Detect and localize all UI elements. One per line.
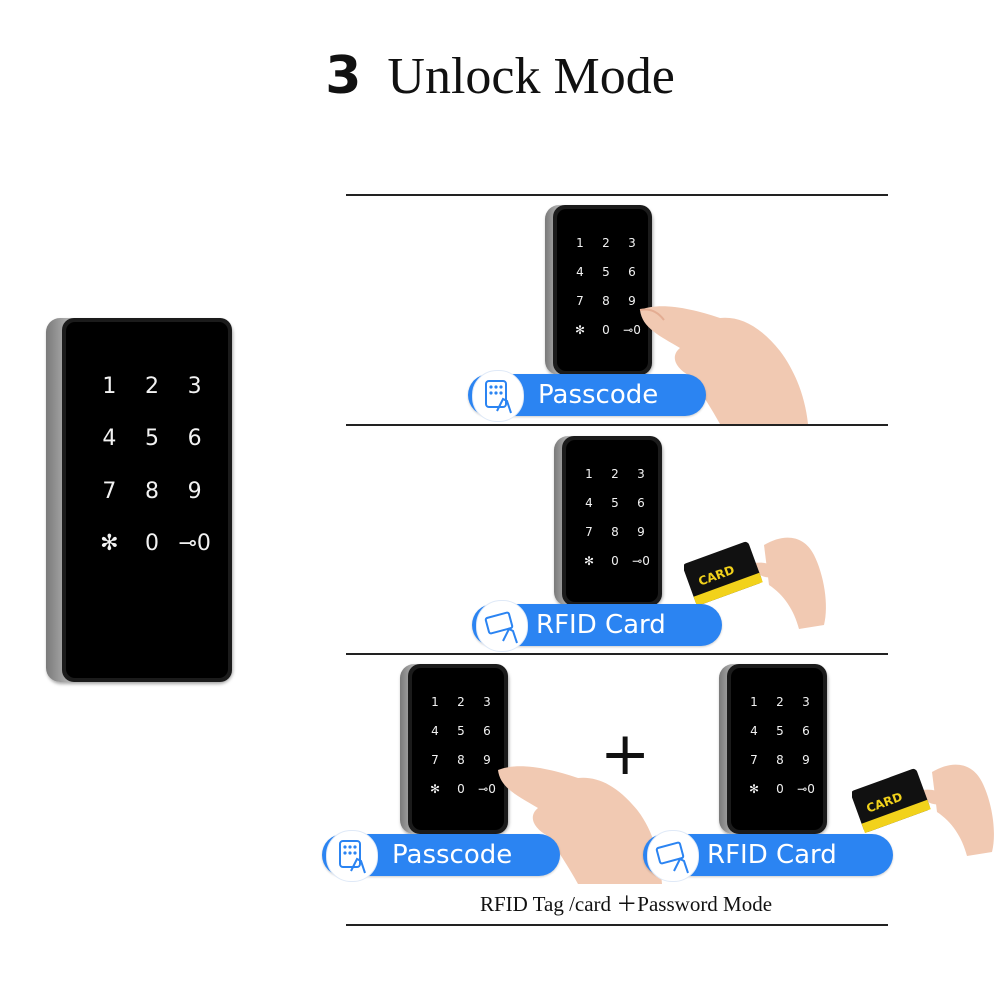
keypad-key[interactable]: ✻ [574,322,586,337]
keypad-key[interactable]: 5 [457,724,465,739]
divider-top [346,194,888,196]
keypad-key[interactable]: 8 [144,478,159,504]
keypad-key[interactable]: ⊸0 [478,781,496,796]
keypad-key[interactable]: 1 [431,695,439,710]
keypad-key[interactable]: 8 [611,524,619,539]
rfid-pill: RFID Card [472,600,722,652]
divider-1 [346,424,888,426]
keypad-key[interactable]: ⊸0 [797,781,815,796]
keypad-key[interactable]: 3 [802,695,810,710]
keypad-key[interactable]: ✻ [100,531,119,557]
keypad-key[interactable]: 5 [611,496,619,511]
combo-rfid-label: RFID Card [707,840,837,870]
passcode-label: Passcode [538,380,659,410]
keypad-key[interactable]: 5 [776,724,784,739]
keypad-key[interactable]: 0 [776,781,784,796]
keypad-key[interactable]: ⊸0 [632,553,650,568]
card-hand-icon [647,830,699,882]
combo-passcode-label: Passcode [392,840,513,870]
keypad-key[interactable]: 9 [483,752,491,767]
keypad-key[interactable]: 9 [187,478,202,504]
keypad-key[interactable]: 9 [628,293,636,308]
keypad-key[interactable]: 7 [750,752,758,767]
keypad-key[interactable]: 2 [457,695,465,710]
keypad-key[interactable]: ⊸0 [178,531,211,557]
keypad-key[interactable]: 6 [187,426,202,452]
keypad-key[interactable]: 9 [802,752,810,767]
keypad-key[interactable]: 7 [102,478,117,504]
keypad-face: 1 2 3 4 5 6 7 8 9 ✻ 0 ⊸0 [553,205,652,375]
keypad-key[interactable]: 6 [628,265,636,280]
keypad-key[interactable]: 3 [187,373,202,399]
title-text: Unlock Mode [387,48,675,105]
pressing-hand-1 [639,306,808,424]
plus-sign: + [600,719,651,789]
keypad-key[interactable]: 4 [585,496,593,511]
keypad-lock-rfid: 1 2 3 4 5 6 7 8 9 ✻ 0 ⊸0 [554,436,662,606]
keypad-key[interactable]: 0 [602,322,610,337]
card-hand-icon [476,600,528,652]
keypad-key[interactable]: 8 [602,293,610,308]
keypad-key[interactable]: 1 [576,236,584,251]
keypad-key[interactable]: 6 [637,496,645,511]
keypad-lock-passcode: 1 2 3 4 5 6 7 8 9 ✻ 0 ⊸0 [545,205,652,375]
keypad-key[interactable]: 5 [144,426,159,452]
keypad-key[interactable]: 3 [483,695,491,710]
keypad-key[interactable]: 3 [628,236,636,251]
keypad-key[interactable]: 4 [576,265,584,280]
keypad-key[interactable]: 2 [611,467,619,482]
keypad-key[interactable]: 4 [750,724,758,739]
keypad-key[interactable]: 4 [102,426,117,452]
divider-bottom [346,924,888,926]
keypad-key[interactable]: 7 [585,524,593,539]
rfid-label: RFID Card [536,610,666,640]
keypad-key[interactable]: 3 [637,467,645,482]
divider-2 [346,653,888,655]
keypad-key[interactable]: 6 [483,724,491,739]
keypad-key[interactable]: 7 [431,752,439,767]
caption: RFID Tag /card ＋Password Mode [479,892,773,916]
keypad-hand-icon [472,370,524,422]
keypad-face: 1 2 3 4 5 6 7 8 9 ✻ 0 ⊸0 [727,664,827,834]
keypad-key[interactable]: 5 [602,265,610,280]
keypad-key[interactable]: 8 [776,752,784,767]
card-holding-hand-2: CARD [852,764,994,856]
keypad-key[interactable]: 0 [611,553,619,568]
keypad-key[interactable]: 1 [102,373,117,399]
passcode-pill: Passcode [468,370,706,422]
keypad-key[interactable]: 1 [750,695,758,710]
page-title: 3 Unlock Mode [0,46,1000,106]
keypad-face: 1 2 3 4 5 6 7 8 9 ✻ 0 ⊸0 [562,436,662,606]
combo-passcode-pill: Passcode [322,830,560,882]
keypad-key[interactable]: ✻ [583,553,595,568]
keypad-key[interactable]: 0 [457,781,465,796]
title-number: 3 [325,46,362,106]
keypad-key[interactable]: ✻ [429,781,441,796]
combo-rfid-pill: RFID Card [643,830,893,882]
keypad-lock-combo-passcode: 1 2 3 4 5 6 7 8 9 ✻ 0 ⊸0 [400,664,508,834]
keypad-key[interactable]: 9 [637,524,645,539]
keypad-key[interactable]: 2 [144,373,159,399]
keypad-face: 1 2 3 4 5 6 7 8 9 ✻ 0 ⊸0 [408,664,508,834]
keypad-key[interactable]: ⊸0 [623,322,641,337]
pressing-hand-2 [498,766,662,884]
keypad-lock-combo-rfid: 1 2 3 4 5 6 7 8 9 ✻ 0 ⊸0 [719,664,827,834]
keypad-key[interactable]: 0 [144,531,159,557]
keypad-face: 1 2 3 4 5 6 7 8 9 ✻ 0 ⊸0 [62,318,232,682]
keypad-hand-icon [326,830,378,882]
keypad-key[interactable]: 2 [602,236,610,251]
keypad-key[interactable]: 2 [776,695,784,710]
keypad-key[interactable]: 1 [585,467,593,482]
keypad-key[interactable]: 8 [457,752,465,767]
keypad-key[interactable]: 7 [576,293,584,308]
keypad-key[interactable]: 6 [802,724,810,739]
card-holding-hand-1: CARD [684,537,826,629]
keypad-key[interactable]: 4 [431,724,439,739]
keypad-key[interactable]: ✻ [748,781,760,796]
keypad-lock-large: 1 2 3 4 5 6 7 8 9 ✻ 0 ⊸0 [46,318,232,682]
